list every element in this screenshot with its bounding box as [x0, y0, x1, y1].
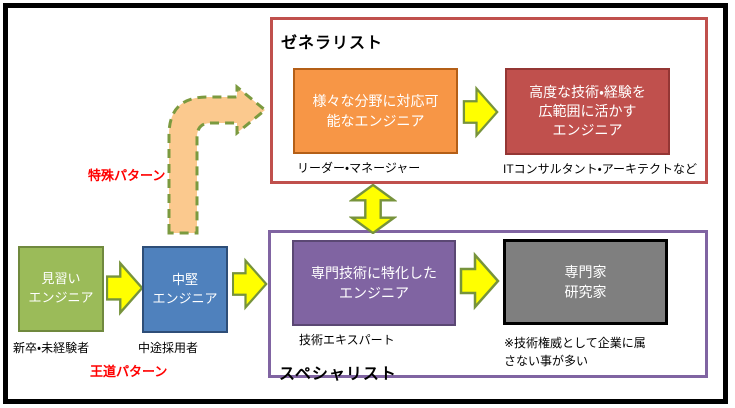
- label-standard-pattern: 王道パターン: [90, 364, 168, 379]
- node-specialized-engineer: 専門技術に特化した エンジニア: [292, 240, 456, 326]
- node-midlevel-line1: 中堅: [171, 271, 198, 287]
- caption-specialized: 技術エキスパート: [299, 333, 395, 347]
- node-advanced-engineer: 高度な技術・経験を 広範囲に活かす エンジニア: [505, 68, 670, 155]
- node-versatile-line2: 能なエンジニア: [326, 113, 425, 129]
- caption-expert-note: ※技術権威として企業に属 さない事が多い: [504, 334, 679, 370]
- node-expert-line2: 研究家: [564, 284, 607, 300]
- elbow-dashed-arrow-icon: [167, 83, 268, 235]
- node-apprentice-line2: エンジニア: [28, 290, 94, 305]
- node-versatile-line1: 様々な分野に対応可: [312, 92, 439, 109]
- node-advanced-line2: 広範囲に活かす: [538, 103, 637, 120]
- node-specialized-line2: エンジニア: [339, 285, 409, 301]
- caption-midlevel: 中途採用者: [138, 341, 199, 355]
- flow-arrow-icon: [232, 257, 268, 311]
- node-midlevel-line2: エンジニア: [152, 290, 218, 306]
- caption-advanced: ITコンサルタント・アーキテクトなど: [503, 162, 698, 176]
- outer-frame: [3, 3, 728, 404]
- caption-expert-note-line2: さない事が多い: [504, 354, 589, 368]
- flow-arrow-icon: [459, 251, 500, 311]
- node-apprentice-line1: 見習い: [41, 271, 81, 287]
- caption-expert-note-line1: ※技術権威として企業に属: [504, 336, 646, 350]
- node-specialized-line1: 専門技術に特化した: [311, 264, 437, 281]
- node-versatile-engineer: 様々な分野に対応可 能なエンジニア: [293, 68, 458, 154]
- node-apprentice-engineer: 見習い エンジニア: [18, 246, 104, 332]
- node-advanced-line3: エンジニア: [552, 121, 623, 138]
- caption-versatile: リーダー・マネージャー: [297, 161, 421, 175]
- node-advanced-line1: 高度な技術・経験を: [529, 84, 646, 101]
- node-expert-line1: 専門家: [564, 263, 607, 280]
- node-expert-researcher: 専門家 研究家: [503, 239, 668, 325]
- label-special-pattern: 特殊パターン: [88, 168, 166, 183]
- specialist-group-title: スペシャリスト: [279, 366, 397, 383]
- flow-arrow-icon: [462, 85, 499, 139]
- flow-arrow-icon: [106, 260, 144, 316]
- double-arrow-icon: [349, 184, 397, 234]
- caption-apprentice: 新卒・未経験者: [13, 341, 90, 355]
- node-midlevel-engineer: 中堅 エンジニア: [142, 246, 228, 333]
- generalist-group-title: ゼネラリスト: [281, 35, 384, 52]
